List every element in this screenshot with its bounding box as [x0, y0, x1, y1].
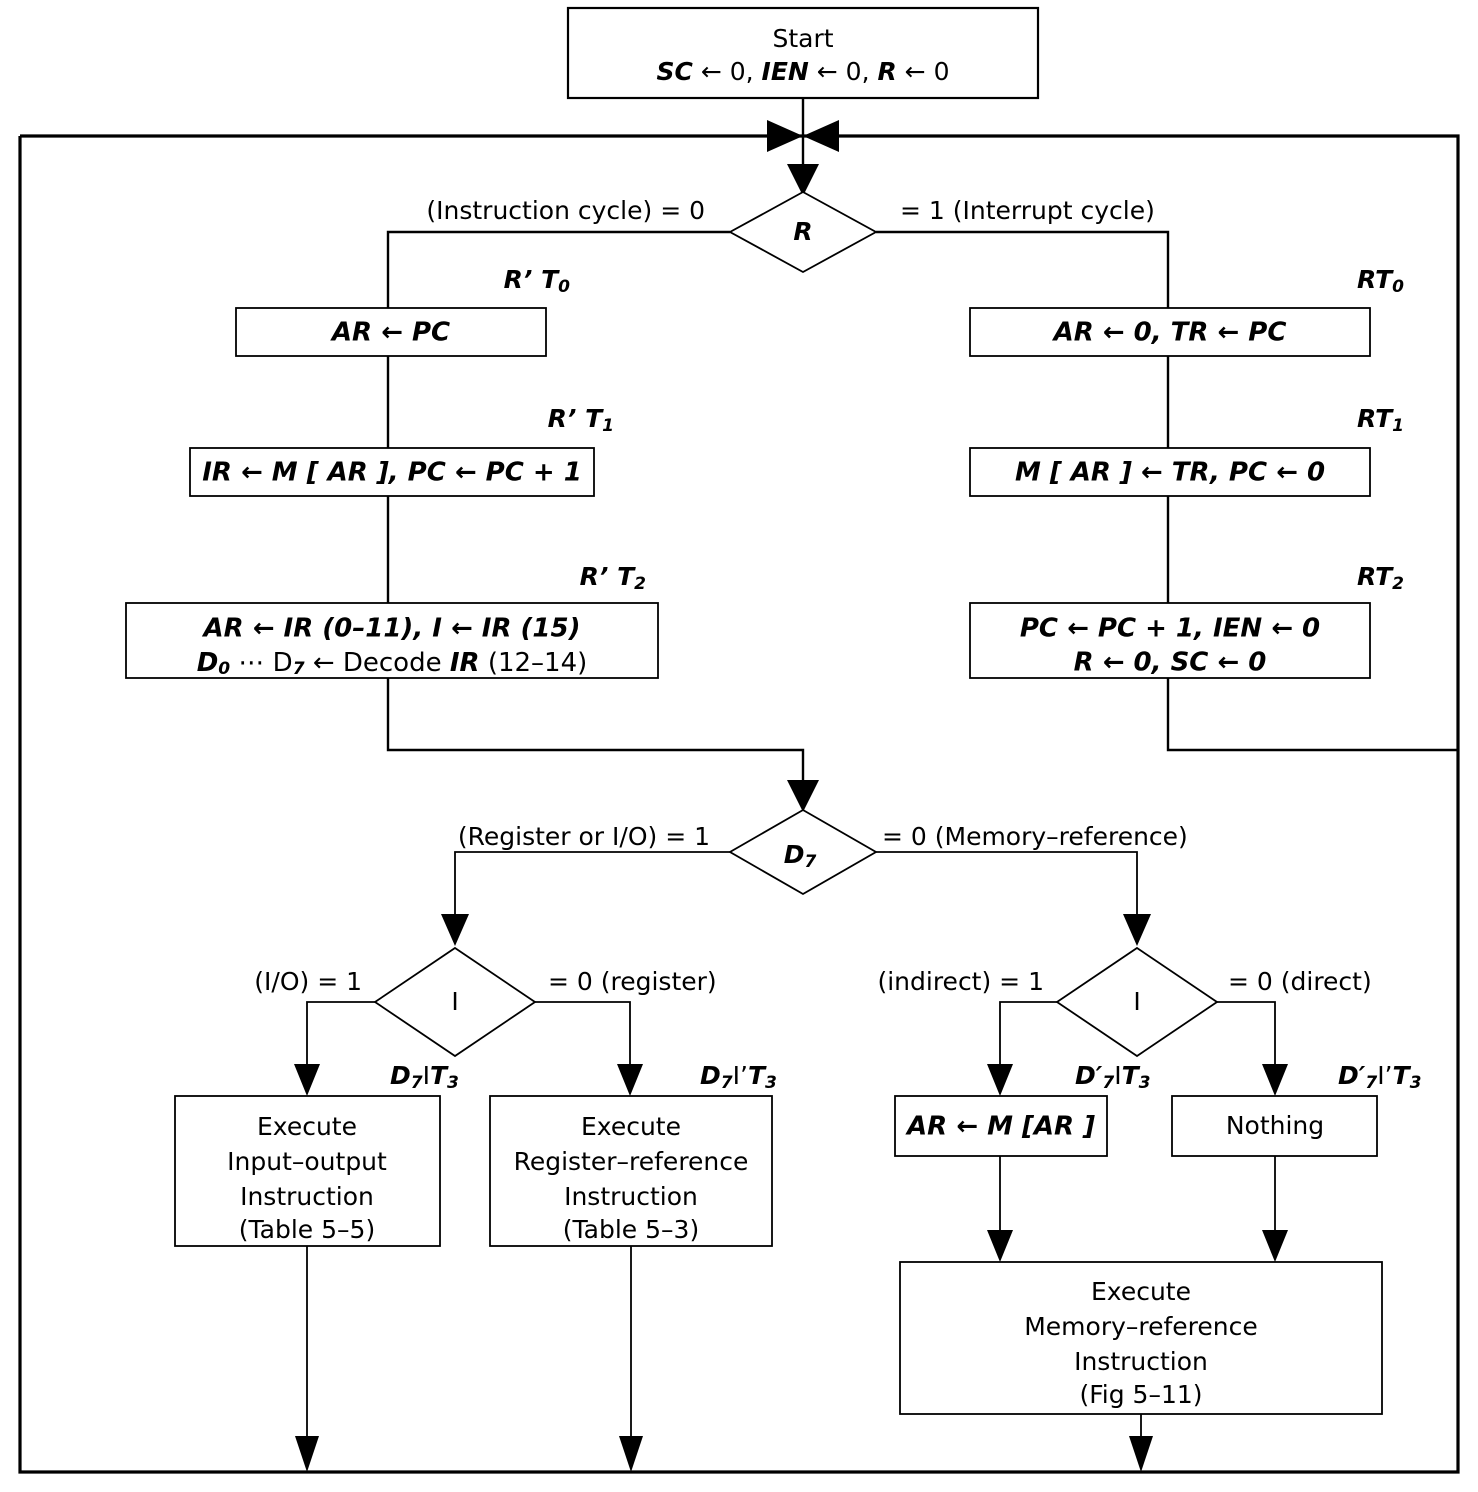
arrowhead-into-register-box: [617, 1064, 643, 1096]
decision-r-left-label: (Instruction cycle) = 0: [426, 196, 705, 225]
box-store-tr-text: M [ AR ] ← TR, PC ← 0: [1015, 458, 1325, 488]
arrowhead-register-loop-return: [619, 1436, 643, 1472]
decision-i-left: [373, 946, 537, 1058]
decision-i-right-label-direct: = 0 (direct): [1228, 967, 1372, 996]
box-execute-io-line1: Execute: [257, 1112, 357, 1141]
start-box-assignments: SC ← 0, IEN ← 0, R ← 0: [657, 57, 950, 86]
conn-r-to-interrupt-branch: [876, 230, 1170, 308]
conn-i-left-to-register-box: [535, 1001, 631, 1075]
decision-i-right-label-indirect: (indirect) = 1: [877, 967, 1044, 996]
box-execute-register-line3: Instruction: [564, 1182, 698, 1211]
box-execute-io: [174, 1095, 441, 1247]
decision-i-left-label-io: (I/O) = 1: [254, 967, 362, 996]
box-execute-memory-line1: Execute: [1091, 1277, 1191, 1306]
decision-d7-right-label: = 0 (Memory–reference): [882, 822, 1188, 851]
box-execute-register: [489, 1095, 773, 1247]
decision-i-right: [1055, 946, 1219, 1058]
box-store-tr: [969, 447, 1371, 497]
box-interrupt-restore: [969, 602, 1371, 679]
decision-d7: [728, 808, 878, 896]
box-ir-fetch: [189, 447, 595, 497]
conn-i-right-to-nothing-box: [1217, 1001, 1276, 1075]
start-box-title: Start: [772, 24, 833, 53]
decision-d7-label: D7: [784, 840, 817, 872]
timing-label-d7-i-t3: D7IT3: [390, 1061, 459, 1093]
arrowhead-into-d7: [787, 780, 819, 812]
arrowhead-right-return: [803, 120, 839, 152]
box-decode-line2: D0 ⋯ D7 ← Decode IR (12–14): [197, 648, 588, 680]
box-ar-pc-text: AR ← PC: [330, 318, 450, 348]
arrowhead-into-i-left: [441, 914, 469, 946]
box-decode: [125, 602, 659, 679]
timing-label-rprime-t2: R’ T2: [580, 562, 646, 594]
box-execute-io-line4: (Table 5–5): [239, 1215, 375, 1244]
conn-i-right-to-indirect-box: [999, 1001, 1057, 1075]
decision-i-left-label: I: [451, 987, 458, 1016]
box-ar0-tr-pc: [969, 307, 1371, 357]
arrowhead-nothing-to-memory-exec: [1262, 1230, 1288, 1262]
box-execute-io-line2: Input–output: [227, 1147, 387, 1176]
conn-d7-to-memory-ref: [876, 851, 1138, 930]
decision-r: [728, 190, 878, 274]
timing-label-rt0: RT0: [1357, 265, 1404, 297]
box-execute-io-line3: Instruction: [240, 1182, 374, 1211]
decision-i-right-label: I: [1133, 987, 1140, 1016]
arrowhead-io-loop-return: [295, 1436, 319, 1472]
arrowhead-into-io-box: [294, 1064, 320, 1096]
arrowhead-into-indirect-box: [987, 1064, 1013, 1096]
box-interrupt-restore-line2: R ← 0, SC ← 0: [1074, 648, 1267, 678]
box-ar0-tr-pc-text: AR ← 0, TR ← PC: [1052, 318, 1287, 348]
conn-r-to-instruction-branch: [386, 230, 730, 308]
box-ar-indirect: [894, 1095, 1108, 1157]
arrowhead-indirect-to-memory-exec: [987, 1230, 1013, 1262]
timing-label-rt2: RT2: [1357, 562, 1404, 594]
box-execute-memory-line3: Instruction: [1074, 1347, 1208, 1376]
timing-label-d7prime-iprime-t3: D′7I’T3: [1338, 1061, 1421, 1093]
arrowhead-memory-loop-return: [1129, 1436, 1153, 1472]
conn-d7-to-register-io: [454, 851, 730, 930]
box-execute-memory-line4: (Fig 5–11): [1079, 1380, 1202, 1409]
box-execute-register-line1: Execute: [581, 1112, 681, 1141]
box-ir-fetch-text: IR ← M [ AR ], PC ← PC + 1: [202, 458, 582, 488]
arrowhead-into-r: [787, 164, 819, 196]
decision-r-label: R: [793, 217, 812, 246]
box-execute-register-line4: (Table 5–3): [563, 1215, 699, 1244]
decision-i-left-label-register: = 0 (register): [548, 967, 717, 996]
box-ar-indirect-text: AR ← M [AR ]: [905, 1112, 1095, 1142]
timing-label-rprime-t0: R’ T0: [504, 265, 571, 297]
timing-label-rprime-t1: R’ T1: [548, 404, 614, 436]
box-interrupt-restore-line1: PC ← PC + 1, IEN ← 0: [1020, 614, 1320, 644]
box-execute-register-line2: Register–reference: [514, 1147, 749, 1176]
decision-d7-left-label: (Register or I/O) = 1: [458, 822, 710, 851]
box-nothing-text: Nothing: [1226, 1111, 1324, 1140]
box-decode-line1: AR ← IR (0–11), I ← IR (15): [202, 614, 581, 644]
decision-r-right-label: = 1 (Interrupt cycle): [900, 196, 1155, 225]
arrowhead-left-return: [767, 120, 803, 152]
conn-decode-to-d7: [386, 678, 805, 800]
box-ar-pc: [235, 307, 547, 357]
timing-label-d7prime-i-t3: D′7IT3: [1075, 1061, 1150, 1093]
arrowhead-into-nothing-box: [1262, 1064, 1288, 1096]
box-execute-memory: [899, 1261, 1383, 1415]
conn-i-left-to-io-box: [306, 1001, 375, 1075]
arrowhead-into-i-right: [1123, 914, 1151, 946]
timing-label-rt1: RT1: [1357, 404, 1404, 436]
timing-label-d7-iprime-t3: D7I’T3: [700, 1061, 777, 1093]
box-execute-memory-line2: Memory–reference: [1024, 1312, 1258, 1341]
conn-interrupt-return: [1166, 678, 1458, 752]
